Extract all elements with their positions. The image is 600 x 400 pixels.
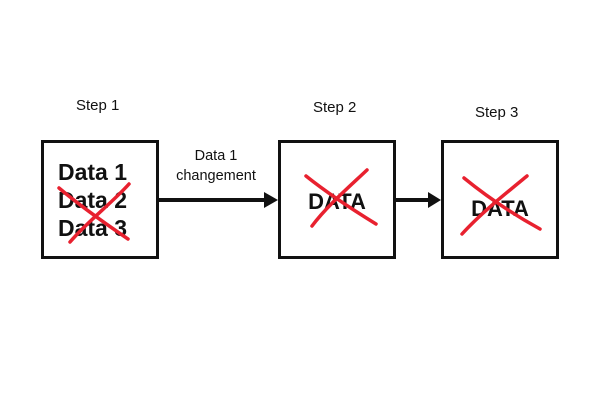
edge-label-data-changement: Data 1 changement	[176, 148, 256, 184]
step-2-box: DATA	[278, 140, 396, 259]
step-3-data-text: DATA	[471, 196, 529, 221]
data-line-3: Data 3	[58, 215, 128, 241]
data-list: Data 1 Data 2 Data 3	[58, 158, 127, 242]
step-2-data-text: DATA	[308, 189, 366, 214]
arrow-right-icon	[159, 192, 278, 208]
data-line-2: Data 2	[58, 187, 128, 213]
step-1-title: Step 1	[76, 97, 120, 114]
step-3-box: DATA	[441, 140, 559, 259]
arrow-right-icon	[396, 192, 441, 208]
step-1-box: Data 1 Data 2 Data 3	[41, 140, 159, 259]
step-2-title: Step 2	[313, 99, 357, 116]
step-3-title: Step 3	[475, 104, 519, 121]
data-line-1: Data 1	[58, 159, 128, 185]
